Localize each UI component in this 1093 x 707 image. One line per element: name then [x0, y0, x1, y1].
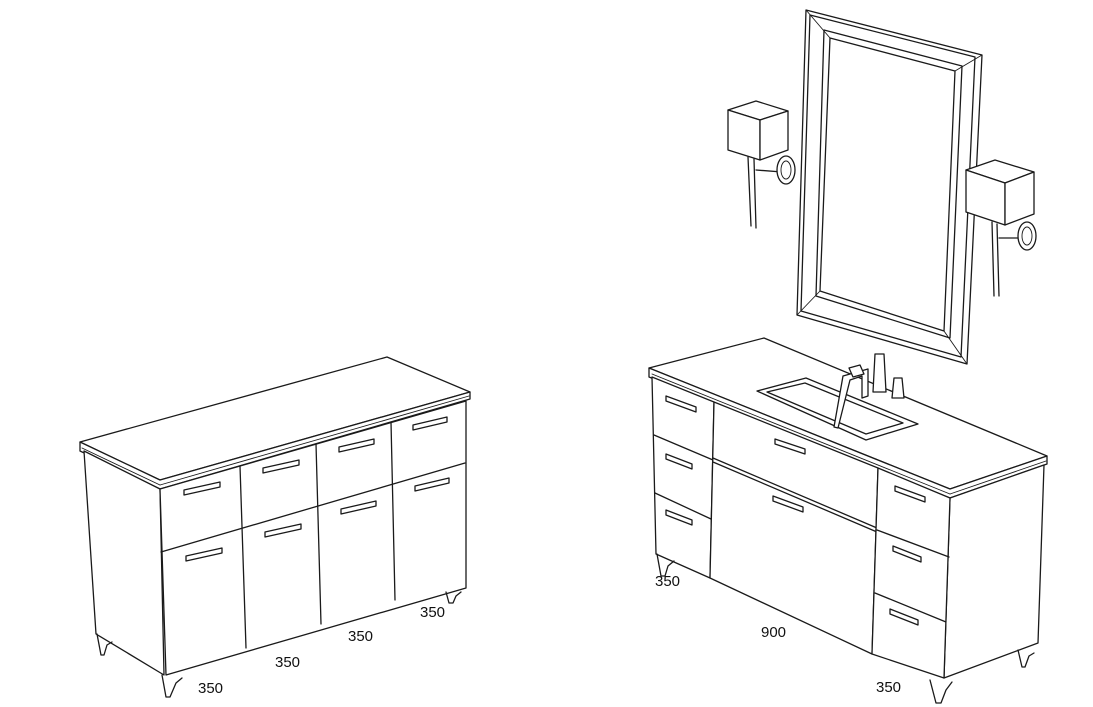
- right-vanity: [648, 337, 1048, 704]
- vanity-front-right: [871, 467, 951, 679]
- vanity-handle-right-2: [892, 545, 922, 563]
- wall-sconce-left: [727, 100, 796, 229]
- left-cabinet: [79, 356, 471, 698]
- dimension-label-left-2: 350: [275, 654, 300, 671]
- vanity-handle-left-3: [665, 509, 693, 526]
- left-door-handle-1: [185, 547, 223, 562]
- faucet: [833, 353, 905, 429]
- vanity-handle-left-1: [665, 395, 697, 413]
- vanity-top-edge: [648, 367, 1048, 499]
- sconce-right-backplate: [1017, 221, 1037, 251]
- left-cabinet-side: [83, 450, 165, 676]
- sconce-left-backplate: [776, 155, 796, 185]
- wall-sconce-right: [965, 159, 1037, 297]
- vanity-leg-right: [1017, 649, 1035, 668]
- left-cabinet-leg-front: [161, 674, 183, 698]
- dimension-label-left-1: 350: [198, 680, 223, 697]
- dimension-label-vanity-left: 350: [655, 573, 680, 590]
- dimension-label-left-4: 350: [420, 604, 445, 621]
- left-cabinet-leg-right: [445, 591, 462, 604]
- vanity-leg-left: [656, 553, 675, 577]
- dimension-label-vanity-right: 350: [876, 679, 901, 696]
- left-drawer-handle-4: [412, 416, 448, 431]
- vanity-handle-right-1: [894, 485, 926, 503]
- vanity-side-right: [943, 464, 1045, 679]
- left-drawer-handle-1: [183, 481, 221, 496]
- left-drawer-handle-2: [262, 459, 300, 474]
- left-cabinet-leg-back: [96, 633, 113, 656]
- dimension-label-left-3: 350: [348, 628, 373, 645]
- vanity-handle-left-2: [665, 453, 693, 470]
- left-cabinet-top-edge: [79, 391, 471, 490]
- left-door-handle-2: [264, 523, 302, 538]
- vanity-leg-front: [929, 679, 953, 704]
- left-cabinet-front: [159, 400, 467, 676]
- mirror: [796, 9, 983, 365]
- dimension-label-vanity-center: 900: [761, 624, 786, 641]
- vanity-handle-center-2: [772, 495, 804, 513]
- left-door-handle-4: [414, 477, 450, 492]
- vanity-handle-right-3: [889, 608, 919, 626]
- left-drawer-handle-3: [338, 438, 375, 453]
- left-door-handle-3: [340, 500, 377, 515]
- vanity-handle-center-1: [774, 438, 806, 455]
